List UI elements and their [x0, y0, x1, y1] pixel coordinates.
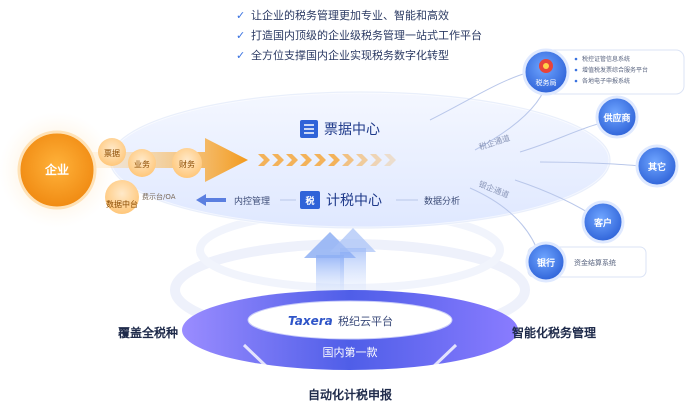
bullet-3: 全方位支撑国内企业实现税务数字化转型: [251, 48, 449, 62]
bullet-list: ✓ 让企业的税务管理更加专业、智能和高效 ✓ 打造国内顶级的企业级税务管理一站式…: [236, 8, 482, 62]
chip-invoice: 票据: [104, 148, 120, 158]
flow-arrow: [90, 138, 396, 182]
feature-bottom: 自动化计税申报: [308, 387, 392, 402]
bullet-1: 让企业的税务管理更加专业、智能和高效: [251, 8, 449, 22]
supplier-node: 供应商: [595, 95, 639, 139]
other-label: 其它: [648, 161, 666, 173]
customer-label: 客户: [593, 217, 612, 229]
bank-label: 银行: [537, 257, 555, 269]
platform-disc: Taxera 税纪云平台 国内第一款: [182, 290, 518, 370]
tax-calc-icon: [300, 191, 320, 209]
enterprise-node: 企业: [0, 112, 115, 228]
bank-note: 资金结算系统: [574, 258, 616, 267]
feature-right: 智能化税务管理: [511, 325, 596, 340]
invoice-center-label: 票据中心: [324, 122, 380, 138]
check-icon: ✓: [236, 9, 245, 22]
customer-node: 客户: [581, 200, 625, 244]
invoice-center: 票据中心: [300, 120, 380, 138]
chip-data-platform: 数据中台: [106, 199, 138, 209]
chip-sidenote: 费示台/OA: [142, 192, 176, 201]
feature-left: 覆盖全税种: [117, 325, 178, 340]
enterprise-label: 企业: [44, 162, 69, 177]
tax-bureau-item: 各地电子申报系统: [582, 77, 630, 85]
check-icon: ✓: [236, 29, 245, 42]
left-arrow-icon: [196, 194, 226, 206]
tax-bureau-item: 税控证管信息系统: [582, 55, 630, 63]
other-node: 其它: [635, 144, 679, 188]
bullet-2: 打造国内顶级的企业级税务管理一站式工作平台: [251, 28, 482, 42]
data-analysis-label: 数据分析: [424, 195, 460, 207]
chevron-train-icon: [258, 154, 396, 166]
tax-center-label: 计税中心: [326, 193, 382, 209]
tax-bureau-label: 税务局: [536, 78, 557, 87]
tax-bureau-node: 税务局 税控证管信息系统 增值税发票综合服务平台 各地电子申报系统: [522, 48, 685, 96]
chip-finance: 财务: [179, 159, 195, 169]
platform-brand: Taxera: [288, 314, 333, 328]
tax-center: 税 计税中心: [300, 191, 382, 209]
data-analysis: 数据分析: [396, 195, 460, 207]
check-icon: ✓: [236, 49, 245, 62]
platform-name: 税纪云平台: [338, 314, 393, 328]
platform-badge: 国内第一款: [323, 345, 378, 359]
svg-text:税: 税: [305, 195, 314, 207]
internal-control: 内控管理: [196, 194, 296, 207]
internal-control-label: 内控管理: [234, 195, 270, 207]
bank-node: 银行 资金结算系统: [525, 241, 647, 283]
supplier-label: 供应商: [602, 112, 630, 124]
enterprise-chips: 票据 业务 财务 数据中台 费示台/OA: [98, 138, 202, 214]
chip-business: 业务: [134, 159, 150, 169]
tax-bureau-item: 增值税发票综合服务平台: [582, 66, 648, 74]
chip-data-platform-text: 数据中台: [106, 199, 138, 209]
